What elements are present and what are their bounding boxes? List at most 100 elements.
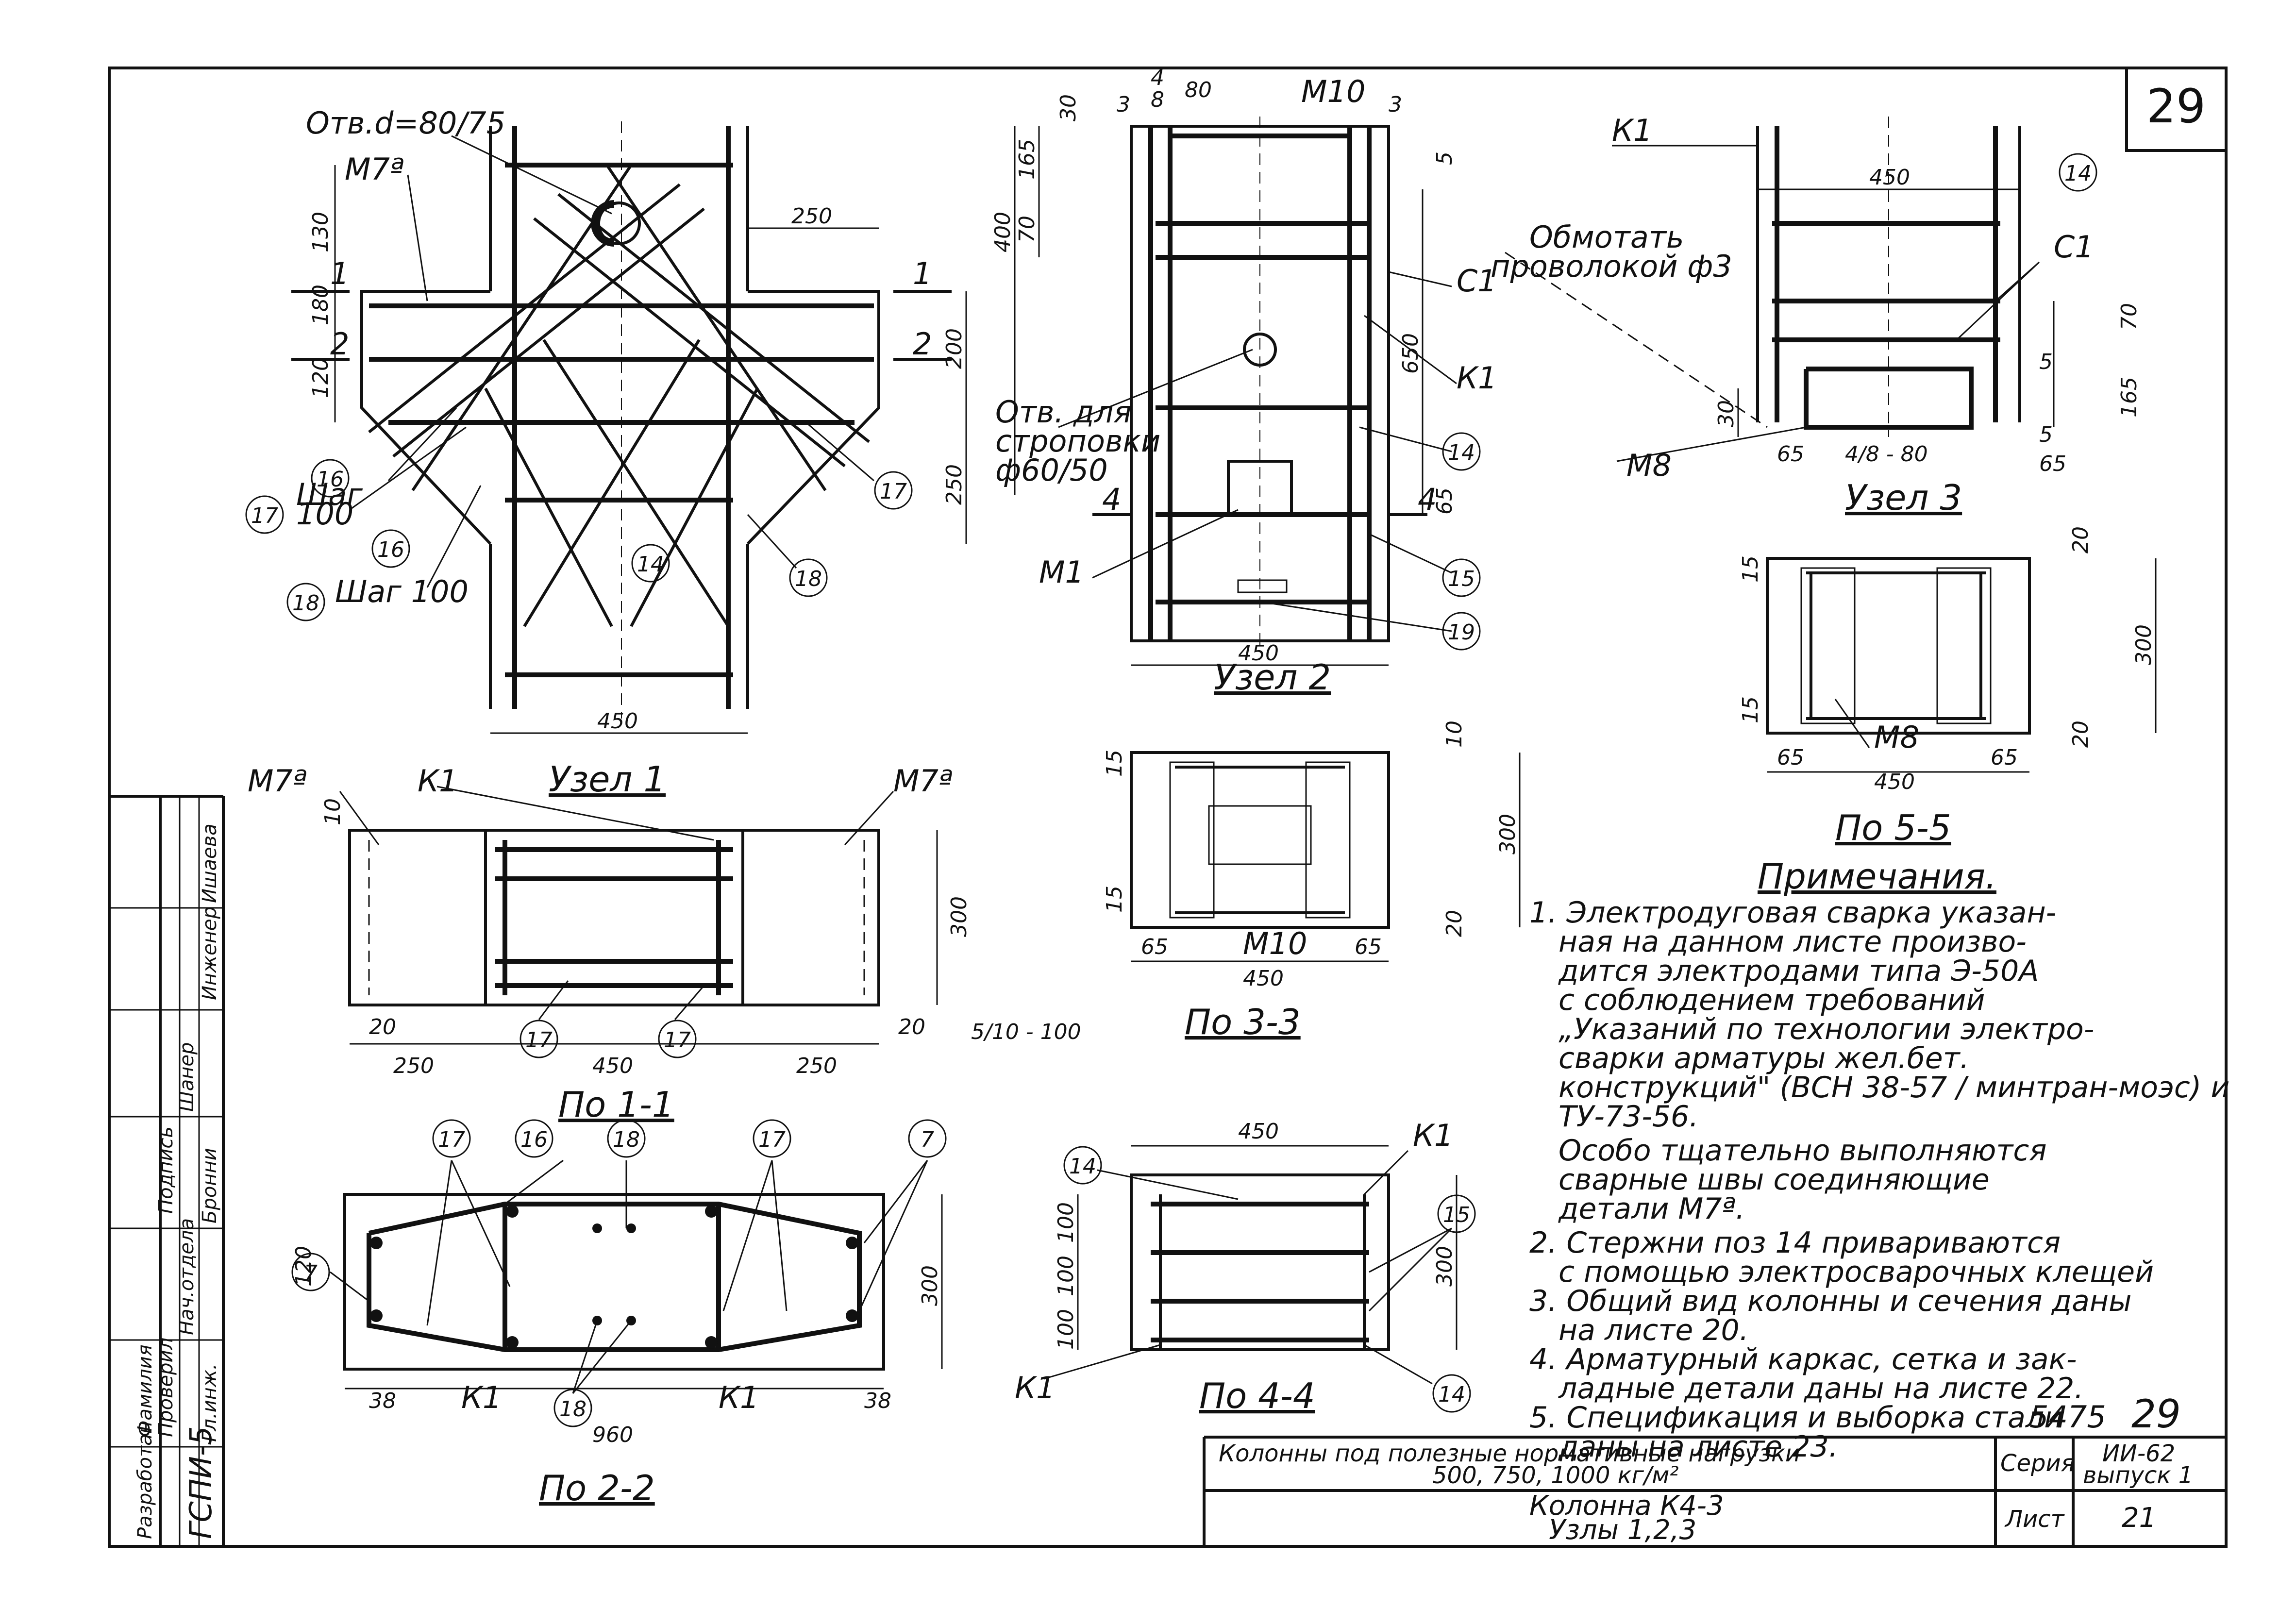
node2-hole-3: ф60/50 — [995, 452, 1108, 488]
sec44-dim-100a: 100 — [1054, 1202, 1078, 1243]
node3-dim-65b: 65 — [2039, 452, 2066, 476]
sec44-dim-100b: 100 — [1054, 1256, 1078, 1296]
node2-title: Узел 2 — [1214, 657, 1331, 698]
node3-dim-5b: 5 — [2039, 422, 2053, 447]
node2-cut-4-left: 4 — [1102, 482, 1121, 517]
sec11-drawing — [339, 786, 938, 1045]
sec11-k1: К1 — [418, 763, 458, 799]
svg-text:16: 16 — [317, 467, 344, 492]
note-line-10: сварные швы соединяющие — [1559, 1163, 1990, 1197]
side-stamp: ГСПИ-5 Разработан Фамилия Проверил Подпи… — [109, 795, 225, 1546]
sec22-dim-38a: 38 — [369, 1389, 396, 1413]
node2-dim-70: 70 — [1015, 216, 1039, 243]
node3-m8: М8 — [1626, 448, 1672, 483]
svg-text:19: 19 — [1448, 620, 1475, 645]
sec44-mark-14b: 14 — [1432, 1374, 1471, 1413]
node1-dim-120: 120 — [308, 357, 333, 398]
node3-frac: 4/8 - 80 — [1845, 442, 1928, 467]
sec55-dim-65b: 65 — [1991, 745, 2018, 770]
stamp-name-1: Фамилия — [134, 1344, 156, 1437]
node3-dim-450: 450 — [1869, 165, 1910, 190]
node2-hole-2: строповки — [995, 423, 1160, 459]
node1-mark-14: 14 — [631, 544, 670, 583]
note-line-9: Особо тщательно выполняются — [1559, 1134, 2046, 1168]
note-line-6: сварки арматуры жел.бет. — [1559, 1041, 1969, 1075]
node1-step-label: Шаг — [296, 477, 363, 512]
doc-number: 5475 — [2029, 1399, 2106, 1435]
sec22-drawing — [330, 1159, 943, 1394]
series-label: Серия — [2000, 1450, 2075, 1477]
node1-drawing — [291, 121, 967, 734]
sec22-dim-960: 960 — [592, 1423, 633, 1447]
sec55-dim-300: 300 — [2131, 624, 2156, 665]
sec11-dim-20a: 20 — [369, 1015, 396, 1039]
sec44-dim-300: 300 — [1432, 1246, 1457, 1287]
svg-text:16: 16 — [520, 1127, 548, 1152]
sheet-number-box — [2125, 67, 2228, 152]
note-line-2: ная на данном листе произво- — [1559, 925, 2027, 959]
sec22-title: По 2-2 — [539, 1468, 655, 1508]
svg-text:18: 18 — [613, 1127, 640, 1152]
sec22-mark-17a: 17 — [432, 1119, 471, 1158]
svg-text:7: 7 — [304, 1261, 318, 1286]
node3-dim-5a: 5 — [2039, 350, 2053, 374]
note-line-4: с соблюдением требований — [1559, 983, 1985, 1017]
node2-mark-14: 14 — [1442, 432, 1481, 471]
node1-mark-17a: 17 — [245, 495, 284, 534]
node1-dim-250: 250 — [791, 204, 832, 229]
sec11-dim-10: 10 — [320, 798, 345, 825]
node2-dim-3b: 3 — [1389, 92, 1402, 117]
svg-text:18: 18 — [292, 591, 319, 616]
drawing-name: Колонна К4-3 — [1529, 1490, 1724, 1522]
sec11-mark-17b: 17 — [658, 1020, 697, 1058]
note-line-12: 2. Стержни поз 14 привариваются — [1529, 1226, 2061, 1260]
svg-text:18: 18 — [795, 567, 822, 591]
node1-cut-1-left: 1 — [330, 256, 349, 291]
svg-text:14: 14 — [637, 552, 664, 577]
sec11-dim-250b: 250 — [796, 1054, 837, 1078]
svg-text:14: 14 — [1448, 440, 1475, 465]
node2-dim-450: 450 — [1238, 641, 1279, 666]
node1-dim-180: 180 — [308, 285, 333, 325]
node1-dim-250b: 250 — [942, 464, 967, 505]
notes-text: 1. Электродуговая сварка указан- ная на … — [1529, 896, 2229, 1464]
node1-mark-18a: 18 — [286, 583, 325, 621]
svg-text:16: 16 — [377, 537, 404, 562]
svg-text:17: 17 — [251, 503, 278, 528]
sec11-dim-250a: 250 — [393, 1054, 434, 1078]
sec11-title: По 1-1 — [558, 1084, 674, 1125]
stamp-role-4: Гл.инж. — [199, 1364, 221, 1442]
note-line-15: на листе 20. — [1559, 1313, 1749, 1347]
node2-dim-400: 400 — [990, 212, 1015, 252]
sec55-dim-15b: 15 — [1738, 696, 1763, 723]
node2-cut-4-right: 4 — [1418, 482, 1437, 517]
node2-wrap-2: проволокой ф3 — [1491, 249, 1732, 284]
sec33-drawing — [1130, 751, 1521, 962]
sheet-border — [108, 67, 2228, 1548]
node2-dim-5: 5 — [1432, 151, 1457, 165]
sec11-m7a: М7ª — [248, 763, 307, 799]
node2-wrap-1: Обмотать — [1529, 219, 1684, 255]
node1-cut-2-left: 2 — [330, 326, 349, 362]
node1-mark-17b: 17 — [874, 471, 913, 510]
sec22-dim-38b: 38 — [864, 1389, 891, 1413]
sec55-dim-15a: 15 — [1738, 555, 1763, 583]
svg-text:17: 17 — [438, 1127, 465, 1152]
node1-dim-450: 450 — [597, 709, 638, 734]
sec55-dim-20b: 20 — [2068, 720, 2093, 748]
node2-dim-3a: 3 — [1117, 92, 1130, 117]
note-line-17: ладные детали даны на листе 22. — [1558, 1372, 2083, 1406]
sec11-m7b: М7ª — [893, 763, 953, 799]
sec22-mark-18a: 18 — [607, 1119, 646, 1158]
svg-text:17: 17 — [880, 479, 907, 504]
title-block — [1203, 1436, 2226, 1546]
sec22-mark-7a: 7 — [908, 1119, 947, 1158]
node1-step-value: 100 — [296, 496, 353, 532]
node2-hole-1: Отв. для — [995, 394, 1132, 430]
node3-dim-165: 165 — [2117, 377, 2142, 418]
node1-step2-label: Шаг 100 — [335, 574, 469, 609]
node2-m10: М10 — [1301, 74, 1365, 109]
node1-cut-2-right: 2 — [913, 326, 932, 362]
node2-mark-19: 19 — [1442, 612, 1481, 651]
node3-dim-30: 30 — [1714, 400, 1739, 427]
